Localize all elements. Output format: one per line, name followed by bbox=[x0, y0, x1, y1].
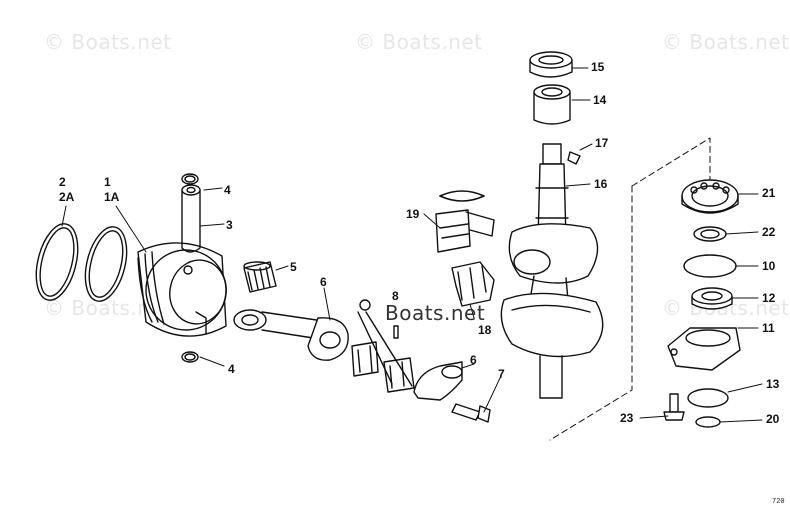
bearing-cage-icon bbox=[451, 261, 495, 307]
o-ring-icon bbox=[683, 254, 737, 278]
oil-seal-icon bbox=[529, 51, 573, 78]
callout-20: 20 bbox=[766, 412, 780, 426]
wrist-pin-icon bbox=[181, 184, 201, 253]
watermark-top-right: © Boats.net bbox=[662, 30, 790, 54]
bolt-icon bbox=[451, 403, 491, 423]
bearing-cage-icon bbox=[435, 190, 495, 253]
callout-8: 8 bbox=[392, 289, 399, 303]
callout-17: 17 bbox=[595, 136, 609, 150]
callout-7: 7 bbox=[498, 367, 505, 381]
callout-4-bottom: 4 bbox=[228, 362, 235, 376]
needle-bearing-icon bbox=[533, 84, 571, 125]
callout-5: 5 bbox=[290, 260, 297, 274]
diagram-code: 720 bbox=[772, 498, 785, 506]
callout-10: 10 bbox=[762, 259, 776, 273]
callout-14: 14 bbox=[593, 93, 607, 107]
callout-6-cap: 6 bbox=[470, 353, 477, 367]
callout-18: 18 bbox=[478, 323, 492, 337]
watermark-top-center: © Boats.net bbox=[355, 30, 483, 54]
callout-1: 1 bbox=[104, 175, 111, 189]
bolt-icon bbox=[663, 393, 685, 421]
retaining-clip-icon bbox=[181, 173, 199, 363]
watermark-top-left: © Boats.net bbox=[44, 30, 172, 54]
oil-seal-icon bbox=[691, 287, 733, 310]
callout-12: 12 bbox=[762, 291, 776, 305]
callout-3: 3 bbox=[226, 218, 233, 232]
callout-1a: 1A bbox=[104, 190, 120, 204]
callout-19: 19 bbox=[406, 207, 420, 221]
callout-16: 16 bbox=[594, 177, 608, 191]
callout-6-rod: 6 bbox=[320, 275, 327, 289]
bearing-housing-icon bbox=[667, 327, 741, 371]
washer-icon bbox=[695, 416, 721, 428]
callout-21: 21 bbox=[762, 186, 776, 200]
dowel-pin-icon bbox=[357, 299, 413, 387]
crankshaft-icon bbox=[500, 143, 604, 399]
callout-15: 15 bbox=[591, 60, 605, 74]
o-ring-icon bbox=[687, 388, 729, 408]
watermark-overlay: Boats.net bbox=[385, 301, 486, 325]
callout-23: 23 bbox=[620, 411, 634, 425]
woodruff-key-icon bbox=[567, 151, 581, 165]
ball-bearing-icon bbox=[681, 179, 739, 214]
callout-2: 2 bbox=[59, 175, 66, 189]
callout-13: 13 bbox=[766, 377, 780, 391]
callout-2a: 2A bbox=[59, 190, 75, 204]
connecting-rod-icon bbox=[233, 309, 349, 361]
rod-cap-icon bbox=[413, 361, 463, 401]
callout-11: 11 bbox=[762, 321, 775, 335]
needle-bearing-icon bbox=[243, 261, 277, 293]
piston-icon bbox=[137, 242, 227, 337]
piston-ring-icon bbox=[35, 223, 128, 302]
callout-22: 22 bbox=[762, 225, 776, 239]
callout-4-top: 4 bbox=[224, 183, 231, 197]
washer-icon bbox=[693, 226, 727, 242]
bearing-cage-icon bbox=[351, 341, 415, 393]
